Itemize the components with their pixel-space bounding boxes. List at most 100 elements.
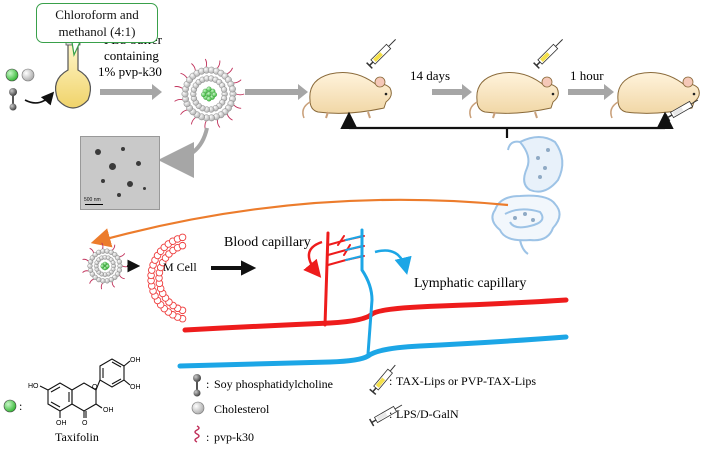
lipid-head	[229, 85, 236, 93]
pbs-label-2: containing	[104, 48, 159, 63]
taxifolin-structure	[39, 358, 131, 418]
pvp-chain	[111, 281, 116, 288]
mouse-2	[469, 72, 559, 119]
tem-image: 500 nm	[80, 136, 160, 210]
blood-capillary-label: Blood capillary	[224, 235, 311, 250]
legend-syringe-icon	[369, 364, 396, 395]
atom-oh-left: HO	[28, 383, 39, 390]
pvp-chain	[100, 282, 103, 290]
lipid-head	[220, 86, 228, 93]
phospholipid-foot	[9, 103, 17, 111]
pvp-chain	[89, 247, 95, 253]
arrow-to-mouse3	[568, 84, 614, 100]
legend-cholesterol-label: Cholesterol	[214, 402, 270, 416]
blood-arrow	[303, 240, 323, 278]
taxifolin-label: Taxifolin	[55, 430, 99, 444]
pvp-chain	[236, 93, 245, 96]
atom-oh-top: OH	[130, 357, 141, 364]
cholesterol-ball	[21, 68, 35, 82]
pvp-chain	[233, 79, 242, 84]
pbs-label-3: 1% pvp-k30	[98, 64, 162, 79]
lymph-arrow	[374, 249, 412, 275]
legend-pvp-label: pvp-k30	[214, 430, 254, 444]
atom-oh-bottom: OH	[56, 420, 67, 427]
pvp-chain	[217, 60, 221, 69]
pvp-chain	[180, 72, 188, 79]
legend-lps-label: LPS/D-GalN	[396, 407, 459, 421]
pvp-chain	[174, 86, 183, 89]
pvp-chain	[119, 253, 126, 258]
solvent-line-1: Chloroform and	[55, 7, 139, 22]
lymph-vessel	[177, 228, 569, 369]
lymphatic-capillary-label: Lymphatic capillary	[414, 276, 526, 291]
pvp-chain	[174, 99, 183, 102]
drug-particle	[105, 264, 110, 269]
legend-soy-pc-label: Soy phosphatidylcholine	[214, 377, 333, 391]
legend-taxifolin-icon	[3, 399, 17, 413]
legend-colon-1: :	[206, 377, 209, 391]
lipid-head	[110, 260, 116, 266]
legend-pvp-icon	[194, 425, 200, 443]
legend-colon-4: :	[389, 407, 392, 421]
pvp-chain	[191, 63, 196, 71]
pvp-chain	[226, 67, 233, 75]
pvp-chain	[226, 114, 233, 121]
m-cell	[147, 233, 187, 323]
phospholipid-head	[9, 88, 17, 96]
drug-particle	[100, 264, 105, 269]
pvp-chain	[216, 119, 221, 128]
ingredients-group	[5, 68, 55, 111]
legend-colon-5: :	[19, 399, 22, 413]
pvp-chain	[82, 258, 89, 262]
green-taxifolin-ball	[5, 68, 19, 82]
arrow-to-mouse2	[432, 84, 472, 100]
drug-particle	[206, 86, 212, 92]
drug-particle	[103, 266, 107, 271]
days-14-label: 14 days	[410, 68, 450, 83]
hour-1-label: 1 hour	[570, 68, 604, 83]
arrow-to-liposome	[100, 84, 162, 100]
legend-cholesterol-icon	[191, 401, 205, 415]
absorption-arrow	[90, 198, 509, 248]
transport-arrow	[211, 260, 257, 276]
solvent-line-2: methanol (4:1)	[58, 24, 136, 39]
syringe-icon	[533, 39, 563, 69]
m-cell-unit	[178, 241, 187, 250]
pvp-chain	[111, 244, 116, 251]
process-arrows	[100, 84, 614, 100]
pvp-chain	[82, 270, 89, 273]
pvp-chain	[119, 275, 125, 280]
lipid-head	[87, 263, 93, 269]
pvp-chain	[89, 278, 94, 284]
m-cell-label: M Cell	[163, 260, 197, 274]
lipid-head	[117, 263, 123, 269]
bracket-arrow	[24, 91, 55, 106]
m-cell-unit	[178, 233, 187, 242]
drug-particle	[206, 96, 212, 102]
drug-particle	[201, 91, 207, 98]
oral-bracket	[340, 111, 674, 138]
legend-tax-lips-label: TAX-Lips or PVP-TAX-Lips	[396, 374, 536, 388]
legend-lps-syringe-icon	[369, 404, 403, 427]
atom-oh-right: OH	[130, 384, 141, 391]
atom-o-keto: O	[82, 420, 88, 427]
solvent-callout: Chloroform and methanol (4:1)	[36, 3, 158, 43]
pvp-chain	[204, 58, 208, 68]
liposome-large	[174, 58, 245, 130]
mouse-1	[302, 72, 392, 119]
legend-phospholipid-icon	[193, 374, 201, 397]
legend-colon-3: :	[389, 374, 392, 388]
syringe-icon	[366, 39, 396, 69]
lipid-head	[116, 259, 122, 265]
drug-particle	[211, 91, 217, 98]
pvp-chain	[233, 104, 242, 109]
drug-particle	[103, 261, 107, 266]
stomach-particles	[513, 148, 550, 222]
arrow-to-mouse1	[245, 84, 308, 100]
pvp-chain	[101, 242, 104, 249]
pvp-chain	[190, 117, 196, 125]
legend-colon-2: :	[206, 430, 209, 444]
mouse-3	[610, 72, 700, 119]
pvp-chain	[180, 109, 188, 115]
